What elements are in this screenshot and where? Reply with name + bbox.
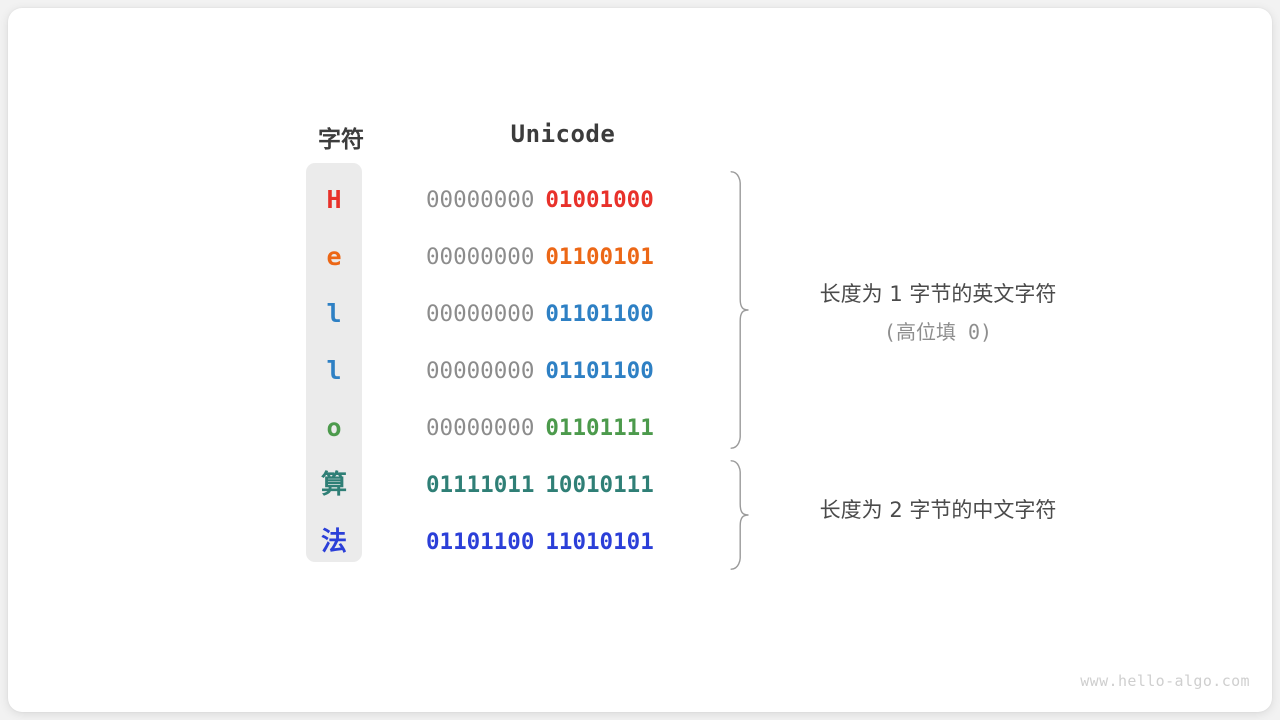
annotation: 长度为 1 字节的英文字符 (高位填 0) xyxy=(778,278,1098,345)
character-cell: 法 xyxy=(320,527,347,557)
annotation-line-primary: 长度为 2 字节的中文字符 xyxy=(819,498,1057,522)
column-header-unicode: Unicode xyxy=(510,120,616,148)
low-byte: 01101100 xyxy=(545,301,654,327)
high-byte: 00000000 xyxy=(426,244,535,270)
column-header-char: 字符 xyxy=(318,126,364,152)
low-byte: 10010111 xyxy=(545,472,654,498)
character-cell: l xyxy=(326,356,342,385)
character-cell: H xyxy=(326,185,342,214)
annotation-line-secondary: (高位填 0) xyxy=(883,319,993,344)
curly-brace xyxy=(730,460,749,570)
low-byte: 01101111 xyxy=(545,415,654,441)
unicode-row: 00000000 01001000 xyxy=(426,180,702,220)
high-byte: 01101100 xyxy=(426,529,535,555)
high-byte: 00000000 xyxy=(426,187,535,213)
high-byte: 00000000 xyxy=(426,358,535,384)
unicode-row: 00000000 01100101 xyxy=(426,237,702,277)
character-cell: e xyxy=(326,242,342,271)
low-byte: 01001000 xyxy=(545,187,654,213)
character-cell: o xyxy=(326,413,342,442)
character-column-panel xyxy=(306,163,362,562)
unicode-row: 00000000 01101100 xyxy=(426,351,702,391)
curly-brace xyxy=(730,171,749,449)
unicode-row: 00000000 01101100 xyxy=(426,294,702,334)
unicode-row: 01101100 11010101 xyxy=(426,522,702,562)
watermark: www.hello-algo.com xyxy=(1080,672,1250,690)
high-byte: 01111011 xyxy=(426,472,535,498)
low-byte: 01101100 xyxy=(545,358,654,384)
unicode-row: 00000000 01101111 xyxy=(426,408,702,448)
high-byte: 00000000 xyxy=(426,415,535,441)
low-byte: 01100101 xyxy=(545,244,654,270)
unicode-row: 01111011 10010111 xyxy=(426,465,702,505)
annotation: 长度为 2 字节的中文字符 xyxy=(778,494,1098,524)
character-cell: l xyxy=(326,299,342,328)
high-byte: 00000000 xyxy=(426,301,535,327)
annotation-line-primary: 长度为 1 字节的英文字符 xyxy=(819,281,1057,306)
low-byte: 11010101 xyxy=(545,529,654,555)
character-cell: 算 xyxy=(320,470,347,500)
